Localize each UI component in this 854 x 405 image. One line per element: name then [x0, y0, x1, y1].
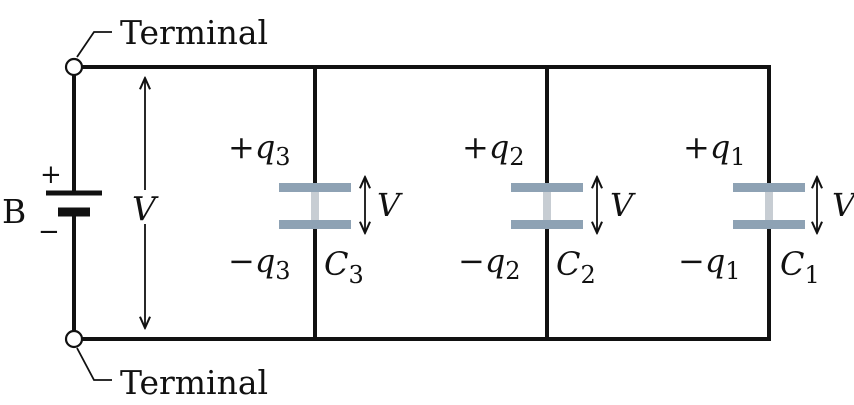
capacitance-label: C2	[556, 245, 596, 289]
capacitor-top-plate	[279, 183, 351, 192]
capacitance-label: C1	[780, 245, 820, 289]
battery-plus-sign: +	[40, 160, 62, 190]
battery-voltage-label-bg	[128, 190, 162, 224]
capacitor-gap	[543, 192, 551, 220]
capacitor-bottom-plate	[279, 220, 351, 229]
capacitor-c3: +q3 −q3 C3 V	[228, 128, 403, 289]
capacitor-top-plate	[733, 183, 805, 192]
charge-bottom-label: −q2	[458, 242, 521, 285]
capacitor-bottom-plate	[733, 220, 805, 229]
capacitor-gap	[311, 192, 319, 220]
charge-top-label: +q3	[228, 128, 291, 171]
capacitor-c2: +q2 −q2 C2 V	[458, 128, 636, 289]
capacitance-label: C3	[324, 245, 364, 289]
capacitor-voltage-label: V	[610, 186, 636, 224]
bottom-terminal-node	[64, 329, 84, 349]
capacitor-gap	[765, 192, 773, 220]
battery-minus-sign: −	[38, 217, 60, 247]
capacitor-voltage-label: V	[377, 186, 403, 224]
charge-top-label: +q1	[683, 128, 746, 171]
capacitor-voltage-label: V	[832, 186, 854, 224]
battery-voltage-label: V	[132, 189, 159, 228]
bottom-terminal-leader	[76, 347, 112, 381]
charge-bottom-label: −q1	[678, 242, 741, 285]
charge-top-label: +q2	[462, 128, 525, 171]
top-terminal-label: Terminal	[120, 13, 268, 52]
bottom-terminal-label: Terminal	[120, 363, 268, 402]
top-terminal-node	[64, 57, 84, 77]
capacitor-bottom-plate	[511, 220, 583, 229]
charge-bottom-label: −q3	[228, 242, 291, 285]
capacitor-top-plate	[511, 183, 583, 192]
battery-label: B	[2, 192, 26, 231]
capacitor-c1: +q1 −q1 C1 V	[678, 128, 854, 289]
top-terminal-leader	[76, 31, 112, 58]
